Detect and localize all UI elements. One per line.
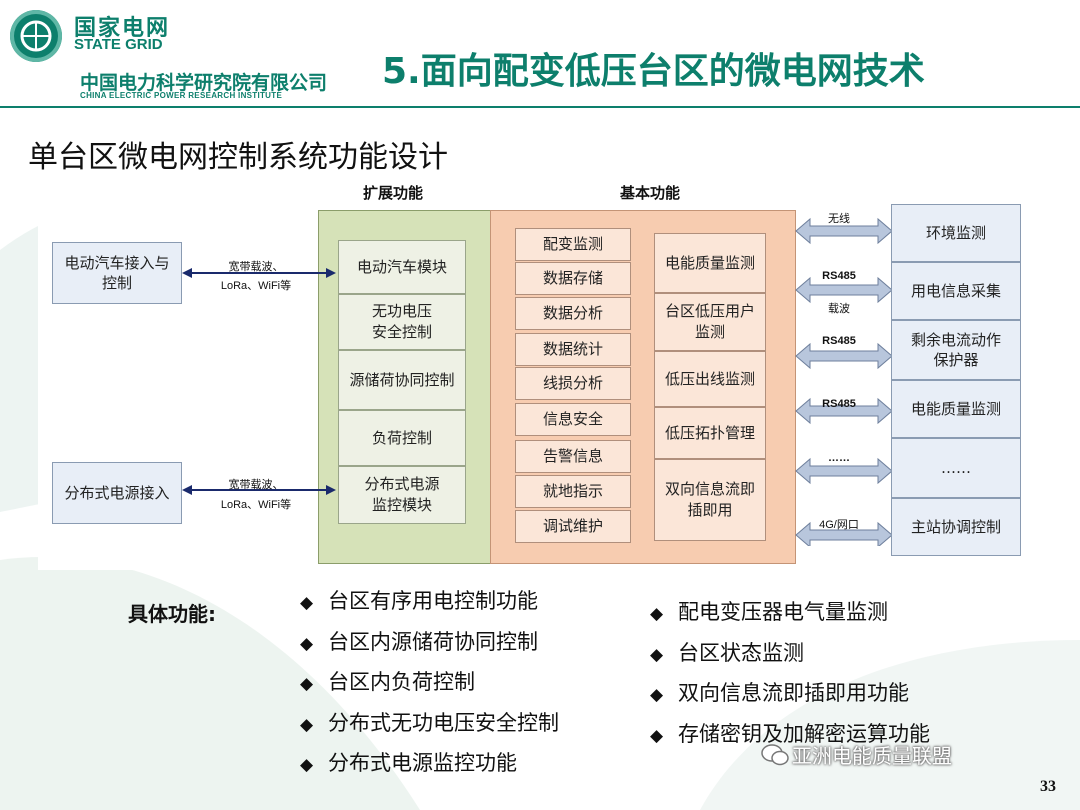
basic-item: 台区低压用户 监测 [654, 293, 766, 351]
connector-label: LoRa、WiFi等 [220, 499, 292, 511]
basic-item: 数据分析 [515, 297, 631, 330]
basic-item: 就地指示 [515, 475, 631, 508]
functions-list-left: ◆台区有序用电控制功能 ◆台区内源储荷协同控制 ◆台区内负荷控制 ◆分布式无功电… [300, 582, 559, 785]
slide-title: 5.面向配变低压台区的微电网技术 [382, 51, 925, 92]
institute-name-en: CHINA ELECTRIC POWER RESEARCH INSTITUTE [80, 91, 283, 100]
connector-label: …… [828, 452, 850, 464]
bullet-icon: ◆ [300, 755, 314, 775]
list-item: ◆台区内源储荷协同控制 [300, 623, 559, 664]
connector-label: 4G/网口 [819, 519, 859, 531]
device-box: 剩余电流动作 保护器 [891, 320, 1021, 380]
connector-label: 宽带载波、 [228, 261, 284, 273]
device-box: …… [891, 438, 1021, 498]
list-item: ◆分布式电源监控功能 [300, 744, 559, 785]
right-arrows [795, 218, 893, 546]
bullet-icon: ◆ [650, 725, 664, 746]
connector-label: LoRa、WiFi等 [220, 280, 292, 292]
double-arrow-icon [795, 343, 893, 369]
brand-name-en: STATE GRID [74, 36, 163, 53]
list-item: ◆存储密钥及加解密运算功能 [650, 715, 930, 756]
extended-functions-label: 扩展功能 [363, 184, 424, 202]
der-access-box: 分布式电源接入 [52, 462, 182, 524]
institute-name-cn: 中国电力科学研究院有限公司 [80, 72, 328, 94]
state-grid-logo-icon [10, 10, 62, 62]
wechat-icon [761, 744, 789, 766]
ev-access-box: 电动汽车接入与 控制 [52, 242, 182, 304]
bullet-icon: ◆ [300, 633, 314, 654]
basic-item: 双向信息流即 插即用 [654, 459, 766, 541]
basic-item: 调试维护 [515, 510, 631, 543]
connector-label: 宽带载波、 [228, 479, 284, 491]
basic-item: 配变监测 [515, 228, 631, 261]
extended-item: 分布式电源 监控模块 [338, 466, 466, 524]
bullet-icon: ◆ [300, 674, 314, 694]
basic-functions-label: 基本功能 [620, 184, 681, 202]
basic-item: 低压拓扑管理 [654, 407, 766, 459]
extended-item: 负荷控制 [338, 410, 466, 466]
bullet-icon: ◆ [650, 604, 664, 624]
functions-label: 具体功能: [128, 602, 216, 626]
header-divider [0, 106, 1080, 108]
list-item: ◆分布式无功电压安全控制 [300, 704, 559, 745]
double-arrow-icon [182, 268, 336, 278]
extended-item: 无功电压 安全控制 [338, 294, 466, 350]
device-box: 电能质量监测 [891, 380, 1021, 438]
list-item: ◆台区内负荷控制 [300, 663, 559, 704]
extended-item: 电动汽车模块 [338, 240, 466, 294]
connector-label: RS485 [822, 270, 856, 282]
basic-item: 数据统计 [515, 333, 631, 366]
bullet-icon: ◆ [650, 685, 664, 705]
watermark-text: 亚洲电能质量联盟 [792, 744, 952, 768]
bullet-icon: ◆ [300, 593, 314, 613]
basic-item: 低压出线监测 [654, 351, 766, 407]
extended-item: 源储荷协同控制 [338, 350, 466, 410]
list-item: ◆台区状态监测 [650, 634, 930, 675]
page-number: 33 [1040, 778, 1056, 795]
connector-label: RS485 [822, 335, 856, 347]
basic-item: 线损分析 [515, 367, 631, 400]
connector-label: RS485 [822, 398, 856, 410]
connector-label: 载波 [828, 303, 850, 315]
connector-label: 无线 [828, 213, 850, 225]
device-box: 主站协调控制 [891, 498, 1021, 556]
list-item: ◆双向信息流即插即用功能 [650, 674, 930, 715]
bullet-icon: ◆ [300, 714, 314, 735]
double-arrow-icon [182, 485, 336, 495]
basic-item: 数据存储 [515, 262, 631, 295]
list-item: ◆台区有序用电控制功能 [300, 582, 559, 623]
device-box: 环境监测 [891, 204, 1021, 262]
device-box: 用电信息采集 [891, 262, 1021, 320]
basic-item: 信息安全 [515, 403, 631, 436]
brand-name-cn: 国家电网 [74, 16, 171, 41]
basic-item: 电能质量监测 [654, 233, 766, 293]
left-arrows [182, 268, 336, 495]
functions-list-right: ◆配电变压器电气量监测 ◆台区状态监测 ◆双向信息流即插即用功能 ◆存储密钥及加… [650, 593, 930, 755]
list-item: ◆配电变压器电气量监测 [650, 593, 930, 634]
basic-item: 告警信息 [515, 440, 631, 473]
slide-subtitle: 单台区微电网控制系统功能设计 [28, 140, 448, 175]
bullet-icon: ◆ [650, 644, 664, 665]
